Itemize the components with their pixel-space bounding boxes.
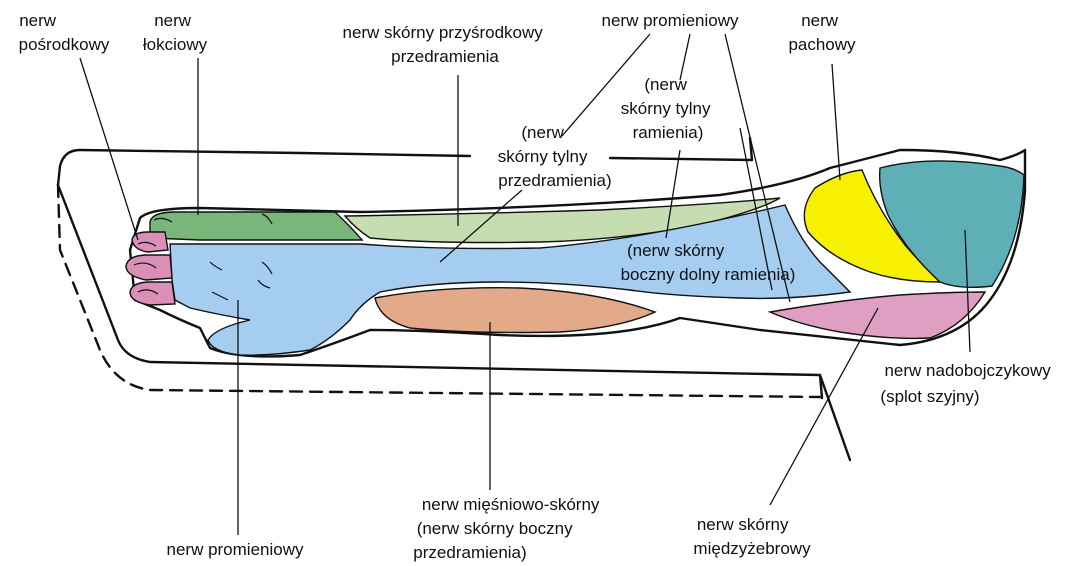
label-musculocutaneous: nerw mięśniowo-skórny (nerw skórny boczn… <box>413 495 604 562</box>
label-supraclavicular: nerw nadobojczykowy (splot szyjny) <box>880 361 1055 406</box>
label-axillary: nerw pachowy <box>788 11 856 54</box>
region-median-1 <box>132 232 168 252</box>
label-intercostal: nerw skórny międzyżebrowy <box>693 515 811 558</box>
label-posterior-arm: (nerw skórny tylny ramienia) <box>621 75 715 142</box>
region-ulnar <box>150 212 362 240</box>
region-median-2 <box>126 255 172 280</box>
region-median-3 <box>130 282 175 305</box>
label-ulnar: nerw łokciowy <box>143 11 208 54</box>
label-radial-top: nerw promieniowy <box>602 11 739 30</box>
label-medial-forearm: nerw skórny przyśrodkowy przedramienia <box>342 23 547 66</box>
label-posterior-forearm: (nerw skórny tylny przedramienia) <box>498 123 612 190</box>
label-radial-bottom: nerw promieniowy <box>167 540 304 559</box>
label-median: nerw pośrodkowy <box>19 11 110 54</box>
